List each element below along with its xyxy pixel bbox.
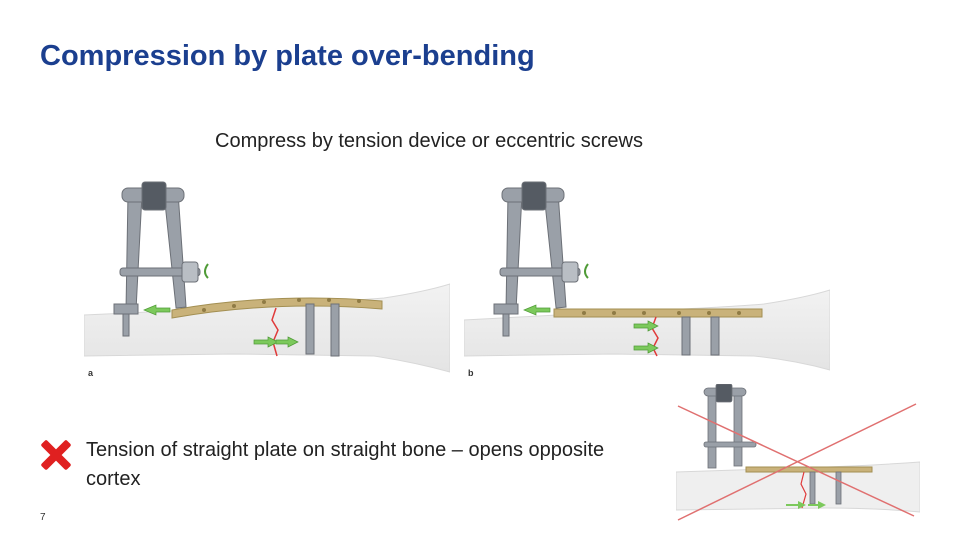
page-number: 7 <box>40 512 46 523</box>
rotation-arrow <box>584 263 589 279</box>
figure-a <box>84 181 450 373</box>
bone <box>84 283 450 373</box>
cross-icon <box>677 403 917 521</box>
compression-arrows <box>143 304 299 348</box>
slide-subtitle: Compress by tension device or eccentric … <box>215 130 643 152</box>
plate-holes <box>582 311 741 315</box>
screws <box>305 303 340 357</box>
red-x-icon <box>41 440 71 470</box>
slide-title: Compression by plate over-bending <box>40 40 535 72</box>
rotation-arrow <box>204 263 209 279</box>
figure-a-label: a <box>88 368 94 378</box>
bullet-text: Tension of straight plate on straight bo… <box>86 439 605 490</box>
straight-plate <box>553 308 763 318</box>
bone <box>464 289 830 371</box>
figure-b <box>464 181 830 371</box>
plate-holes <box>202 298 361 312</box>
tension-device <box>113 181 201 337</box>
tension-device <box>703 384 757 469</box>
tension-device <box>493 181 581 337</box>
compression-arrows <box>786 501 826 509</box>
bent-plate <box>171 297 383 319</box>
figure-b-label: b <box>468 368 474 378</box>
compression-arrows <box>523 304 659 354</box>
fracture-line <box>271 307 279 357</box>
fracture-line <box>800 471 807 509</box>
screws <box>681 316 720 356</box>
figure-crossed-out <box>676 384 920 521</box>
